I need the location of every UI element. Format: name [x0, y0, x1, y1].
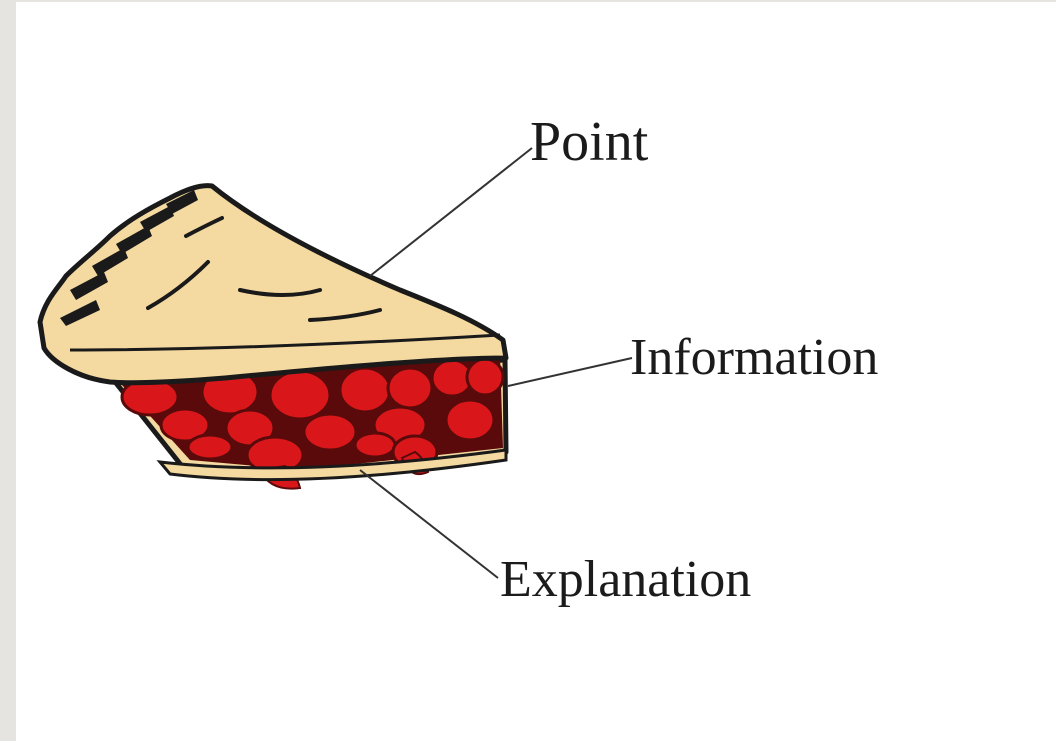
label-explanation: Explanation [500, 551, 751, 608]
information-leader-line [508, 358, 632, 386]
label-point: Point [530, 111, 649, 173]
pie-diagram: Point Information Explanation [16, 2, 1056, 741]
pie-top-crust [40, 186, 506, 383]
pie-slice-icon [40, 186, 506, 489]
explanation-leader-line [360, 470, 498, 578]
label-information: Information [630, 329, 878, 386]
point-leader-line [370, 148, 532, 276]
slide-canvas: Point Information Explanation [16, 2, 1056, 741]
